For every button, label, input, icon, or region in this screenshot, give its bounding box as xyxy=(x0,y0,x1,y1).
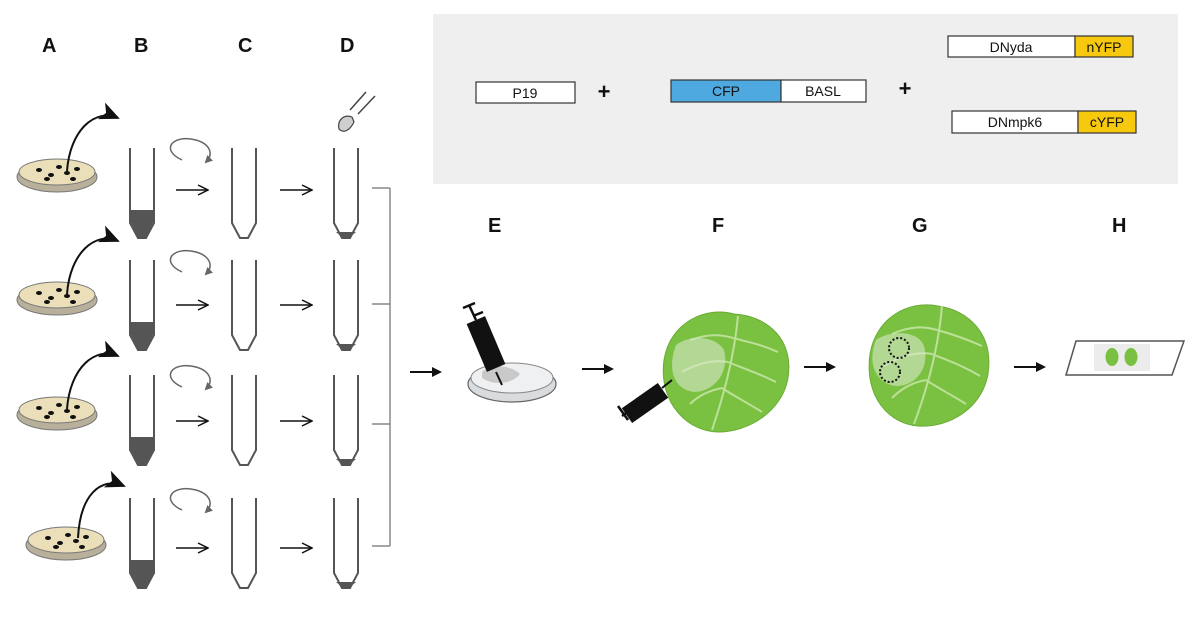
tube-icon xyxy=(231,374,257,466)
leaf-veins xyxy=(883,305,983,425)
sample-circle-icon xyxy=(888,337,910,359)
pipette-tip-icon xyxy=(338,91,376,132)
transfer-arrow-icon xyxy=(66,102,120,172)
tube-icon xyxy=(231,147,257,239)
leaf-disc-icon xyxy=(1124,348,1138,366)
culture-tube-icon xyxy=(129,259,155,351)
transfer-arrow-icon xyxy=(66,225,120,295)
transfer-arrow-icon xyxy=(77,470,126,539)
incubation-arrow-icon xyxy=(169,365,214,391)
step-h-illustration xyxy=(1064,340,1186,376)
resuspended-tube-icon xyxy=(333,374,359,466)
step-label-a: A xyxy=(42,35,56,57)
incubation-arrow-icon xyxy=(169,138,214,164)
plus-sign-1: + xyxy=(598,79,611,104)
culture-tube-icon xyxy=(129,497,155,589)
dnmpk6-label: DNmpk6 xyxy=(988,114,1043,130)
sample-circle-icon xyxy=(879,361,901,383)
culture-row-1 xyxy=(16,102,359,239)
infiltrated-area xyxy=(672,337,726,392)
p19-label: P19 xyxy=(513,85,538,101)
construct-dnyda-nyfp: DNyda nYFP xyxy=(947,35,1134,58)
syringe-icon xyxy=(462,301,506,386)
incubation-arrow-icon xyxy=(169,250,214,276)
nyfp-box xyxy=(1074,35,1134,58)
incubation-arrow-icon xyxy=(169,488,214,514)
step-g-illustration xyxy=(868,304,990,427)
step-e-illustration xyxy=(462,301,557,403)
petri-dish-icon xyxy=(16,158,98,193)
cfp-label: CFP xyxy=(712,83,740,99)
step-label-f: F xyxy=(712,215,724,237)
construct-p19: P19 xyxy=(475,81,576,104)
leaf-disc-icon xyxy=(1105,348,1119,366)
cyfp-box xyxy=(1077,110,1137,134)
construct-cfp-basl: CFP BASL xyxy=(670,79,867,103)
cyfp-label: cYFP xyxy=(1090,114,1124,130)
step-label-e: E xyxy=(488,215,501,237)
culture-tube-icon xyxy=(129,147,155,239)
basl-box xyxy=(780,79,867,103)
culture-row-4 xyxy=(25,470,359,589)
coverslip xyxy=(1094,344,1150,371)
resuspended-tube-icon xyxy=(333,147,359,239)
dnyda-label: DNyda xyxy=(990,39,1033,55)
step-label-b: B xyxy=(134,35,148,57)
basl-label: BASL xyxy=(805,83,841,99)
culture-tube-icon xyxy=(129,374,155,466)
step-label-h: H xyxy=(1112,215,1126,237)
step-label-g: G xyxy=(912,215,928,237)
culture-row-2 xyxy=(16,225,359,351)
resuspended-tube-icon xyxy=(333,497,359,589)
tube-icon xyxy=(231,497,257,589)
infiltration-mixture xyxy=(482,366,520,383)
construct-dnmpk6-cyfp: DNmpk6 cYFP xyxy=(951,110,1137,134)
tube-icon xyxy=(231,259,257,351)
petri-dish-icon xyxy=(25,526,107,561)
step-label-c: C xyxy=(238,35,252,57)
petri-dish-icon xyxy=(16,396,98,431)
step-f-illustration xyxy=(616,311,790,433)
syringe-icon xyxy=(616,379,673,423)
plus-sign-2: + xyxy=(899,76,912,101)
step-label-d: D xyxy=(340,35,354,57)
infiltrated-area xyxy=(872,333,926,386)
culture-row-3 xyxy=(16,340,359,466)
resuspended-tube-icon xyxy=(333,259,359,351)
petri-dish-icon xyxy=(16,281,98,316)
transfer-arrow-icon xyxy=(66,340,120,410)
p19-box xyxy=(475,81,576,104)
nyfp-label: nYFP xyxy=(1086,39,1121,55)
merge-bracket xyxy=(372,187,391,547)
